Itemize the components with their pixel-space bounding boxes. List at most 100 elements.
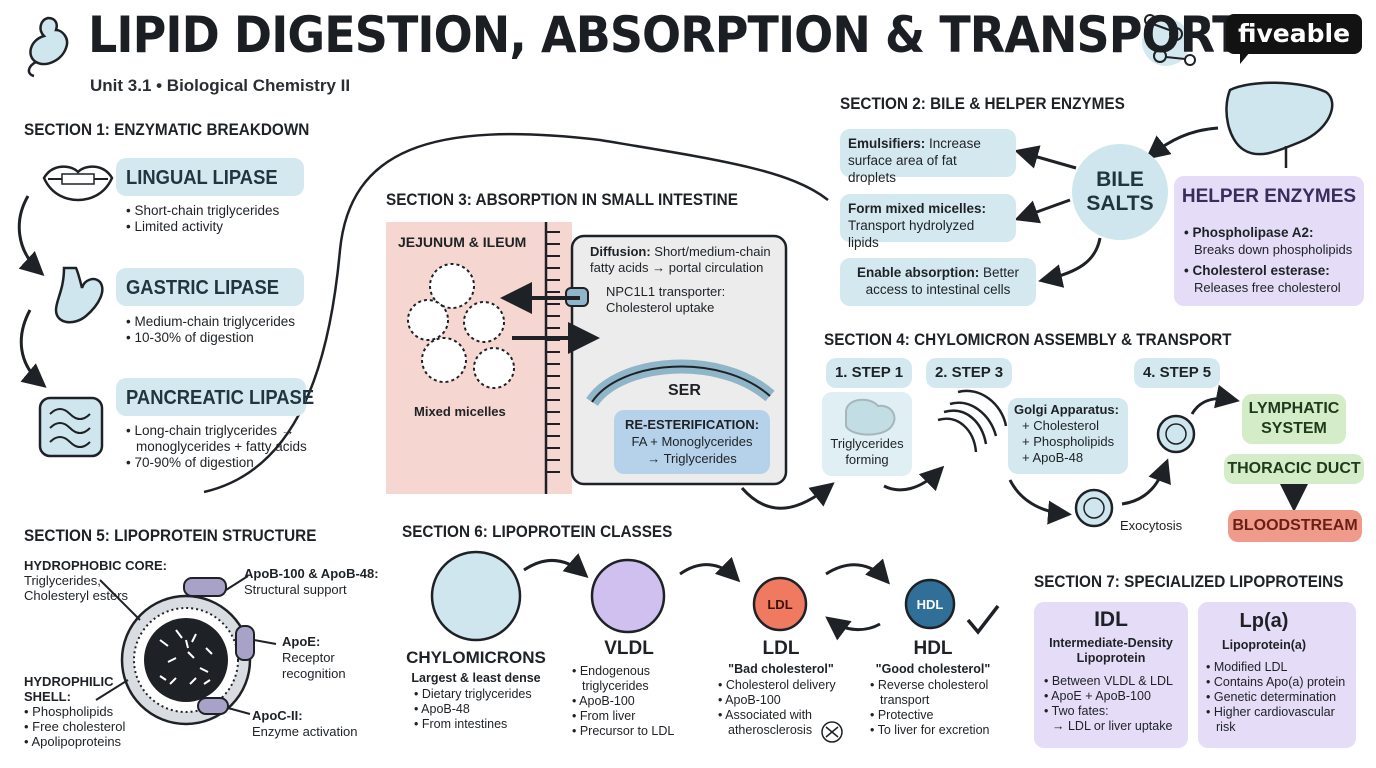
bullet: • ApoB-100 — [718, 693, 781, 707]
bullet: • Endogenous — [572, 664, 651, 678]
lpa-subtitle: Lipoprotein(a) — [1221, 638, 1306, 652]
shell-item: • Apolipoproteins — [24, 734, 122, 749]
bullet: • Dietary triglycerides — [414, 687, 532, 701]
hydrophobic-core-label: HYDROPHOBIC CORE: Triglycerides, Cholest… — [24, 558, 167, 603]
bullet: monoglycerides + fatty acids — [136, 439, 307, 454]
ldl-points: • Cholesterol delivery • ApoB-100 • Asso… — [718, 678, 836, 738]
bullet: • Between VLDL & LDL — [1044, 674, 1173, 688]
transporter-desc: Cholesterol uptake — [606, 300, 715, 315]
core-title: HYDROPHOBIC CORE: — [24, 558, 168, 573]
role-text: access to intestinal cells — [865, 282, 1011, 297]
chylomicrons-title: CHYLOMICRONS — [406, 648, 546, 667]
step3-badge: 2. STEP 3 — [926, 358, 1012, 388]
reester-text: FA + Monoglycerides — [631, 434, 753, 449]
hydrophilic-shell-label: HYDROPHILIC SHELL: • Phospholipids • Fre… — [24, 674, 125, 749]
golgi-box: Golgi Apparatus: + Cholesterol + Phospho… — [1008, 398, 1128, 474]
apob-desc: Structural support — [244, 582, 347, 597]
absorption-box: Enable absorption: Better access to inte… — [840, 258, 1036, 306]
thoracic-duct-box: THORACIC DUCT — [1224, 454, 1364, 484]
lymphatic-system-box: LYMPHATIC SYSTEM — [1242, 394, 1346, 444]
role-text: Increase — [929, 136, 981, 151]
idl-card: IDL Intermediate-Density Lipoprotein • B… — [1034, 602, 1188, 748]
bullet: risk — [1216, 720, 1236, 734]
triglycerides-forming-box: Triglycerides forming — [822, 392, 912, 476]
tg-text: forming — [845, 452, 889, 467]
page-subtitle: Unit 3.1 • Biological Chemistry II — [90, 76, 351, 95]
section4-heading: SECTION 4: CHYLOMICRON ASSEMBLY & TRANSP… — [824, 330, 1232, 349]
lpa-card: Lp(a) Lipoprotein(a) • Modified LDL • Co… — [1198, 602, 1356, 748]
section3-heading: SECTION 3: ABSORPTION IN SMALL INTESTINE — [386, 190, 738, 209]
pancreatic-lipase-title: PANCREATIC LIPASE — [126, 387, 315, 409]
bullet: • To liver for excretion — [870, 723, 990, 737]
chylomicrons-subtitle: Largest & least dense — [411, 671, 541, 685]
ldl-badge: LDL — [767, 597, 793, 612]
golgi-item: + Cholesterol — [1022, 418, 1099, 433]
pancreatic-lipase-points: • Long-chain triglycerides → monoglyceri… — [126, 423, 307, 471]
bullet: • From liver — [572, 709, 636, 723]
reester-title: RE-ESTERIFICATION: — [624, 417, 760, 432]
re-esterification-box: RE-ESTERIFICATION: FA + Monoglycerides →… — [614, 410, 770, 474]
vldl-title: VLDL — [604, 638, 654, 659]
stomach-icon — [27, 16, 69, 78]
hdl-subtitle: "Good cholesterol" — [875, 662, 991, 676]
gastric-lipase-card: GASTRIC LIPASE — [116, 268, 304, 306]
role-text: Better — [983, 265, 1020, 280]
bullet: • From intestines — [414, 717, 508, 731]
gastric-lipase-title: GASTRIC LIPASE — [126, 277, 280, 299]
bullet: • Long-chain triglycerides → — [126, 423, 295, 438]
apoe-desc: Receptor — [282, 650, 335, 665]
bullet: transport — [880, 693, 930, 707]
section5-heading: SECTION 5: LIPOPROTEIN STRUCTURE — [24, 526, 317, 545]
diffusion-desc: fatty acids → portal circulation — [590, 260, 764, 275]
role-label: Emulsifiers: — [848, 136, 926, 151]
core-item: Cholesteryl esters — [24, 588, 129, 603]
page-title: LIPID DIGESTION, ABSORPTION & TRANSPORT — [88, 6, 1244, 64]
bullet: • Protective — [870, 708, 934, 722]
helper-enzymes-list: • Phospholipase A2: Breaks down phosphol… — [1184, 224, 1360, 296]
helper-desc: Breaks down phospholipids — [1194, 242, 1353, 257]
gastric-lipase-points: • Medium-chain triglycerides • 10-30% of… — [126, 314, 295, 346]
role-label: Enable absorption: — [856, 265, 980, 280]
diffusion-desc: Short/medium-chain — [654, 244, 771, 259]
section6-heading: SECTION 6: LIPOPROTEIN CLASSES — [402, 522, 673, 541]
lymphatic-text: SYSTEM — [1261, 420, 1327, 437]
bullet: atherosclerosis — [728, 723, 813, 737]
helper-desc: Releases free cholesterol — [1194, 280, 1341, 295]
apoc-label: ApoC-II: Enzyme activation — [252, 708, 358, 740]
emulsifiers-box: Emulsifiers: Increase surface area of fa… — [840, 129, 1016, 185]
npc1l1-text: NPC1L1 transporter: Cholesterol uptake — [606, 284, 725, 316]
helper-enzymes-card: HELPER ENZYMES • Phospholipase A2: Break… — [1174, 176, 1364, 306]
intestine-icon — [38, 396, 104, 458]
idl-subtitle: Intermediate-Density Lipoprotein — [1034, 636, 1188, 666]
bullet: • Contains Apo(a) protein — [1206, 675, 1346, 689]
reester-text: → Triglycerides — [647, 451, 737, 466]
hdl-points: • Reverse cholesterol transport • Protec… — [870, 678, 989, 738]
pancreatic-lipase-card: PANCREATIC LIPASE — [116, 378, 314, 416]
helper-enzymes-title: HELPER ENZYMES — [1181, 186, 1357, 207]
section7-heading: SECTION 7: SPECIALIZED LIPOPROTEINS — [1034, 572, 1344, 591]
apoc-desc: Enzyme activation — [252, 724, 358, 739]
bullet: • ApoB-100 — [572, 694, 635, 708]
bullet: • Cholesterol delivery — [718, 678, 836, 692]
bullet: • Precursor to LDL — [572, 724, 675, 738]
role-label: Form mixed micelles: — [848, 201, 987, 216]
lpa-title: Lp(a) — [1239, 610, 1289, 632]
tg-text: Triglycerides — [830, 436, 904, 451]
helper-name: • Phospholipase A2: — [1184, 225, 1314, 240]
diffusion-label: Diffusion: — [590, 244, 651, 259]
helper-name: • Cholesterol esterase: — [1184, 263, 1330, 278]
idl-sub-text: Intermediate-Density — [1049, 636, 1173, 650]
bullet: • Modified LDL — [1206, 660, 1288, 674]
golgi-item: + Phospholipids — [1022, 434, 1115, 449]
brand-logo[interactable]: fiveable — [1226, 14, 1362, 54]
bullet: • Genetic determination — [1206, 690, 1337, 704]
lingual-lipase-card: LINGUAL LIPASE — [116, 158, 304, 196]
bullet: → LDL or liver uptake — [1052, 719, 1173, 733]
bullet: • Two fates: — [1044, 704, 1109, 718]
diffusion-text: Diffusion: Short/medium-chain fatty acid… — [590, 244, 784, 276]
lingual-lipase-title: LINGUAL LIPASE — [126, 167, 278, 189]
shell-title: SHELL: — [24, 689, 71, 704]
exocytosis-label: Exocytosis — [1120, 518, 1183, 533]
ldl-title: LDL — [762, 638, 800, 659]
idl-title: IDL — [1094, 608, 1128, 631]
